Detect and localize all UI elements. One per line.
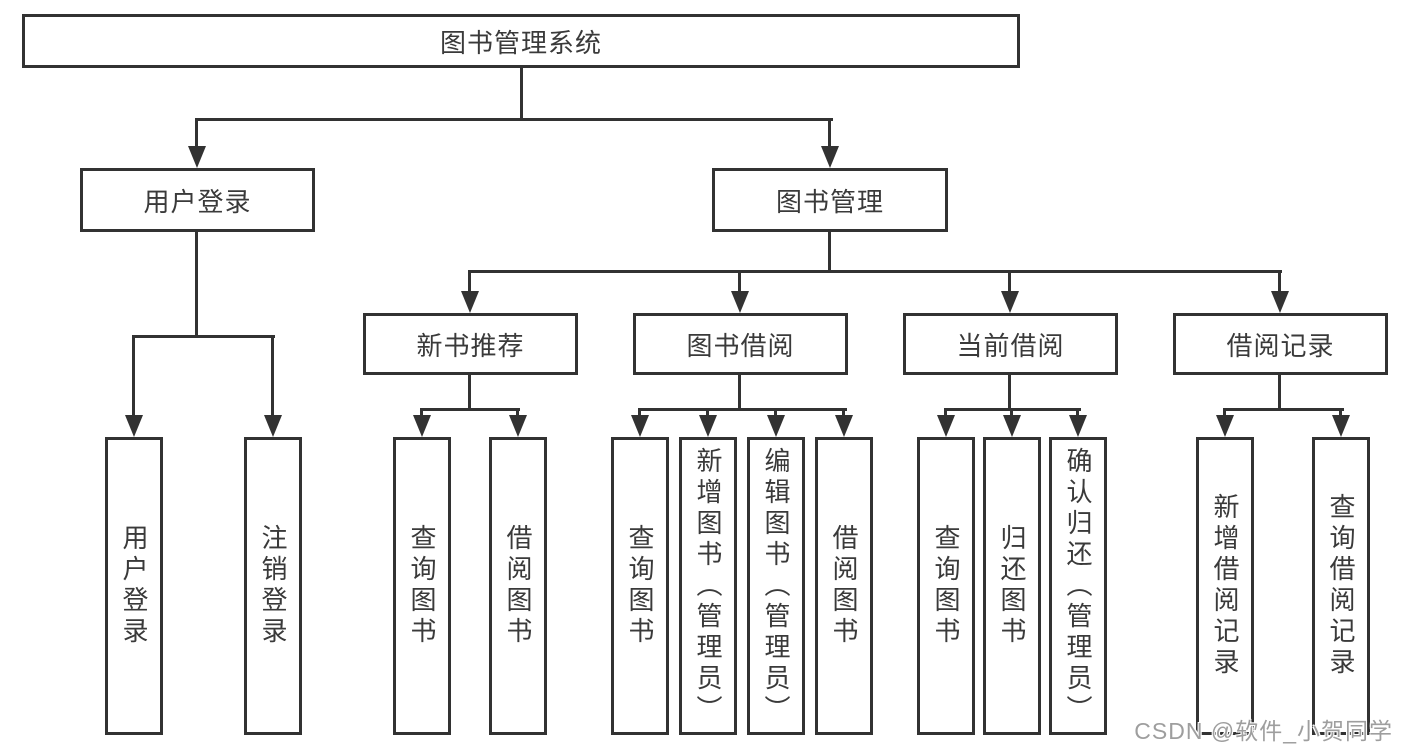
node-library-management-system: 图书管理系统 xyxy=(22,14,1020,68)
arrowhead-leaf-borrow-books-1 xyxy=(509,415,527,437)
arrowhead-user-login xyxy=(188,146,206,168)
connector-to-leaf-add-book xyxy=(706,408,709,418)
arrowhead-borrow-records xyxy=(1271,291,1289,313)
connector-to-leaf-add-record xyxy=(1223,408,1226,418)
connector-to-current-borrowing xyxy=(1008,270,1011,295)
leaf-return-book: 归还图书 xyxy=(983,437,1041,735)
connector-to-leaf-confirm-return xyxy=(1076,408,1079,418)
connector-to-leaf-return-book xyxy=(1010,408,1013,418)
connector-to-leaf-query-record xyxy=(1339,408,1342,418)
node-current-borrowing: 当前借阅 xyxy=(903,313,1118,375)
arrowhead-book-management xyxy=(821,146,839,168)
leaf-query-borrow-record: 查询借阅记录 xyxy=(1312,437,1370,735)
connector-to-leaf-borrow-books-1 xyxy=(516,408,519,418)
leaf-user-login-label: 用户登录 xyxy=(119,524,149,648)
connector-to-user-login xyxy=(195,118,198,150)
leaf-add-borrow-record: 新增借阅记录 xyxy=(1196,437,1254,735)
connector-book-borrowing-stem xyxy=(738,375,741,408)
leaf-query-borrow-record-label: 查询借阅记录 xyxy=(1326,493,1356,679)
connector-level2-rail xyxy=(195,118,833,121)
arrowhead-leaf-add-record xyxy=(1216,415,1234,437)
connector-book-management-stem xyxy=(828,232,831,270)
connector-user-login-rail xyxy=(132,335,275,338)
connector-borrow-records-stem xyxy=(1278,375,1281,408)
connector-to-leaf-borrow-books-2 xyxy=(842,408,845,418)
connector-user-login-stem xyxy=(195,232,198,335)
leaf-edit-book-admin: 编辑图书（管理员） xyxy=(747,437,805,735)
arrowhead-new-book-recommend xyxy=(461,291,479,313)
leaf-confirm-return-admin: 确认归还（管理员） xyxy=(1049,437,1107,735)
arrowhead-current-borrowing xyxy=(1001,291,1019,313)
leaf-logout: 注销登录 xyxy=(244,437,302,735)
connector-to-book-management xyxy=(828,118,831,150)
leaf-add-book-admin-label: 新增图书（管理员） xyxy=(693,446,723,726)
connector-to-leaf-user-login xyxy=(132,335,135,417)
leaf-logout-label: 注销登录 xyxy=(258,524,288,648)
arrowhead-book-borrowing xyxy=(731,291,749,313)
node-new-book-recommend: 新书推荐 xyxy=(363,313,578,375)
connector-to-leaf-query-books-1 xyxy=(420,408,423,418)
connector-to-leaf-query-books-3 xyxy=(944,408,947,418)
connector-new-book-recommend-stem xyxy=(468,375,471,408)
leaf-edit-book-admin-label: 编辑图书（管理员） xyxy=(761,446,791,726)
arrowhead-leaf-query-books-2 xyxy=(631,415,649,437)
leaf-query-books-borrowing-label: 查询图书 xyxy=(625,524,655,648)
connector-to-borrow-records xyxy=(1278,270,1281,295)
leaf-query-books-recommend: 查询图书 xyxy=(393,437,451,735)
leaf-query-books-recommend-label: 查询图书 xyxy=(407,524,437,648)
node-user-login: 用户登录 xyxy=(80,168,315,232)
leaf-add-book-admin: 新增图书（管理员） xyxy=(679,437,737,735)
arrowhead-leaf-query-books-3 xyxy=(937,415,955,437)
connector-recommend-rail xyxy=(420,408,520,411)
node-book-borrowing: 图书借阅 xyxy=(633,313,848,375)
connector-to-leaf-logout xyxy=(271,335,274,417)
leaf-query-books-borrowing: 查询图书 xyxy=(611,437,669,735)
connector-current-borrowing-stem xyxy=(1008,375,1011,408)
connector-to-book-borrowing xyxy=(738,270,741,295)
leaf-query-books-current: 查询图书 xyxy=(917,437,975,735)
arrowhead-leaf-borrow-books-2 xyxy=(835,415,853,437)
arrowhead-leaf-query-record xyxy=(1332,415,1350,437)
leaf-confirm-return-admin-label: 确认归还（管理员） xyxy=(1063,446,1093,726)
leaf-user-login: 用户登录 xyxy=(105,437,163,735)
connector-records-rail xyxy=(1223,408,1344,411)
leaf-return-book-label: 归还图书 xyxy=(997,524,1027,648)
leaf-borrow-books-borrowing: 借阅图书 xyxy=(815,437,873,735)
node-book-management: 图书管理 xyxy=(712,168,948,232)
connector-to-leaf-query-books-2 xyxy=(638,408,641,418)
arrowhead-leaf-logout xyxy=(264,415,282,437)
leaf-borrow-books-recommend: 借阅图书 xyxy=(489,437,547,735)
arrowhead-leaf-confirm-return xyxy=(1069,415,1087,437)
connector-borrowing-rail xyxy=(638,408,847,411)
connector-root-stem xyxy=(520,68,523,118)
arrowhead-leaf-return-book xyxy=(1003,415,1021,437)
node-borrow-records: 借阅记录 xyxy=(1173,313,1388,375)
connector-to-leaf-edit-book xyxy=(774,408,777,418)
connector-level3-rail xyxy=(468,270,1282,273)
arrowhead-leaf-query-books-1 xyxy=(413,415,431,437)
leaf-borrow-books-recommend-label: 借阅图书 xyxy=(503,524,533,648)
leaf-query-books-current-label: 查询图书 xyxy=(931,524,961,648)
arrowhead-leaf-edit-book xyxy=(767,415,785,437)
arrowhead-leaf-user-login xyxy=(125,415,143,437)
leaf-borrow-books-borrowing-label: 借阅图书 xyxy=(829,524,859,648)
csdn-watermark: CSDN @软件_小贺同学 xyxy=(1134,718,1393,744)
arrowhead-leaf-add-book xyxy=(699,415,717,437)
connector-to-new-book-recommend xyxy=(468,270,471,295)
leaf-add-borrow-record-label: 新增借阅记录 xyxy=(1210,493,1240,679)
